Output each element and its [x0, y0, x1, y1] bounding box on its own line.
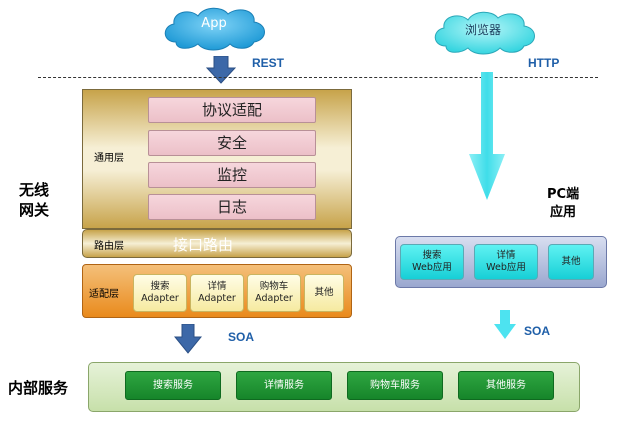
route-layer-label: 路由层: [94, 241, 124, 252]
app-cloud: [164, 7, 265, 51]
route-layer-panel: [82, 229, 352, 258]
common-layer-label: 通用层: [94, 153, 124, 164]
cart-service: 购物车服务: [347, 371, 443, 400]
search-web-app: 搜索 Web应用: [400, 244, 464, 280]
other-service: 其他服务: [458, 371, 554, 400]
browser-cloud: [434, 11, 535, 55]
detail-service: 详情服务: [236, 371, 332, 400]
search-adapter: 搜索 Adapter: [133, 274, 187, 312]
soa-right-arrow: [494, 310, 516, 339]
soa-left-arrow: [174, 324, 202, 354]
adapter-layer-label: 适配层: [89, 289, 119, 300]
security-module: 安全: [148, 130, 316, 156]
browser-label: 浏览器: [464, 23, 501, 37]
other-adapter: 其他: [304, 274, 344, 312]
protocol-adapt-module: 协议适配: [148, 97, 316, 123]
wireless-gateway-label: 无线 网关: [19, 181, 50, 219]
dashed-divider: [38, 77, 598, 78]
soa-left-label: SOA: [228, 330, 255, 344]
app-label: App: [201, 16, 227, 31]
pc-app-label: PC端 应用: [547, 187, 580, 220]
soa-right-label: SOA: [524, 324, 551, 338]
logging-module: 日志: [148, 194, 316, 220]
other-web-app: 其他: [548, 244, 594, 280]
monitoring-module: 监控: [148, 162, 316, 188]
interface-routing-module: 接口路由: [172, 236, 233, 254]
rest-arrow: [206, 56, 236, 84]
http-arrow: [469, 72, 505, 200]
cart-adapter: 购物车 Adapter: [247, 274, 301, 312]
internal-services-label: 内部服务: [8, 379, 69, 397]
detail-web-app: 详情 Web应用: [474, 244, 538, 280]
rest-label: REST: [252, 56, 285, 70]
http-label: HTTP: [528, 56, 560, 70]
detail-adapter: 详情 Adapter: [190, 274, 244, 312]
search-service: 搜索服务: [125, 371, 221, 400]
